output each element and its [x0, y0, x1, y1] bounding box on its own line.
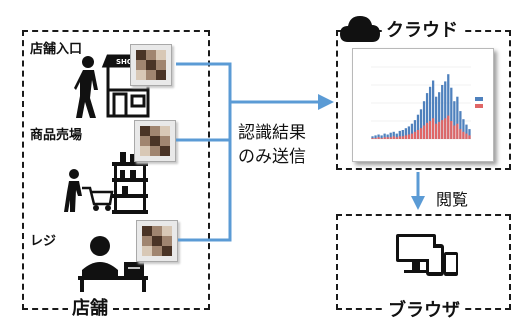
chart-bar-blue [389, 132, 392, 139]
chart-bar-red [413, 131, 417, 139]
chart-legend-swatch [475, 104, 483, 108]
chart-bar-blue [462, 119, 465, 139]
chart-bar-blue [407, 126, 411, 139]
chart-bar-red [398, 136, 401, 139]
transfer-label-line1: 認識結果 [238, 123, 306, 143]
chart-bar-red [395, 137, 398, 139]
chart-bar-blue [468, 129, 471, 139]
chart-bar-red [431, 118, 435, 139]
chart-bar-blue [383, 133, 386, 139]
chart-bar-blue [374, 135, 377, 139]
area-label-entrance: 店舗入口 [30, 42, 83, 57]
chart-bar-red [422, 125, 426, 139]
ai-camera-device-register [136, 220, 178, 262]
chart-bar-red [444, 118, 447, 139]
chart-bar-red [419, 128, 423, 139]
chart-bar-blue [395, 133, 398, 139]
chart-bar-blue [438, 92, 441, 139]
chart-bar-red [447, 115, 450, 139]
chart-bar-blue [404, 128, 407, 139]
chart-bar-blue [419, 109, 423, 139]
chart-bar-blue [401, 130, 404, 139]
ai-camera-device-sales-floor [134, 120, 176, 162]
chart-bar-red [380, 138, 383, 139]
chart-bar-red [401, 136, 404, 139]
chart-bar-blue [371, 136, 374, 139]
chart-bar-red [453, 125, 456, 139]
sales-floor-icon [64, 152, 148, 214]
devices-icon [396, 234, 458, 276]
browser-title: ブラウザ [384, 296, 464, 322]
chart-bar-blue [377, 134, 380, 139]
chart-bar-blue [465, 124, 468, 139]
chart-bar-blue [450, 87, 453, 139]
chart-bar-blue [431, 80, 435, 139]
store-group [22, 30, 210, 310]
cloud-title: クラウド [382, 16, 462, 42]
register-icon [78, 236, 148, 292]
chart-bar-blue [392, 131, 395, 139]
chart-bar-red [404, 135, 407, 139]
chart-bar-red [428, 121, 432, 139]
chart-bar-red [450, 121, 453, 139]
dashboard-chart-card [352, 48, 494, 162]
chart-bar-red [407, 134, 411, 139]
chart-bar-red [425, 122, 429, 139]
area-label-sales-floor: 商品売場 [30, 128, 83, 143]
transfer-label-line2: のみ送信 [238, 147, 306, 167]
chart-bar-red [389, 137, 392, 139]
ai-camera-device-entrance [130, 44, 172, 86]
chart-bar-blue [453, 101, 456, 139]
view-label: 閲覧 [436, 190, 469, 209]
chart-bar-blue [416, 114, 420, 139]
chart-bar-red [435, 123, 438, 139]
bar-chart [371, 66, 483, 140]
cloud-icon [340, 16, 380, 42]
chart-bar-blue [435, 96, 438, 139]
chart-bar-blue [428, 86, 432, 139]
chart-bar-blue [413, 120, 417, 139]
chart-bar-red [438, 121, 441, 139]
chart-bar-blue [447, 74, 450, 139]
chart-bar-blue [422, 101, 426, 139]
chart-bar-blue [459, 111, 462, 139]
chart-bar-blue [410, 123, 414, 139]
chart-bar-red [371, 138, 374, 139]
chart-bar-red [441, 120, 444, 139]
store-title: 店舗 [68, 294, 112, 320]
chart-bar-red [416, 130, 420, 139]
chart-bar-red [468, 135, 471, 139]
chart-legend-swatch [475, 97, 483, 101]
chart-bar-blue [380, 135, 383, 139]
chart-bar-red [456, 123, 459, 139]
chart-bar-red [410, 133, 414, 139]
svg-text:SHO: SHO [116, 58, 133, 66]
chart-bar-red [377, 137, 380, 139]
chart-bar-blue [425, 93, 429, 139]
chart-bar-blue [456, 96, 459, 139]
chart-bar-red [465, 133, 468, 139]
chart-bar-blue [398, 130, 401, 139]
chart-bar-blue [441, 85, 444, 139]
chart-bar-red [459, 129, 462, 139]
chart-bar-blue [386, 134, 389, 139]
chart-bar-red [386, 137, 389, 139]
chart-bar-red [374, 138, 377, 139]
chart-bar-red [392, 136, 395, 139]
chart-bar-blue [444, 81, 447, 139]
chart-bar-red [383, 137, 386, 139]
area-label-register: レジ [30, 234, 57, 249]
chart-bar-red [462, 131, 465, 139]
